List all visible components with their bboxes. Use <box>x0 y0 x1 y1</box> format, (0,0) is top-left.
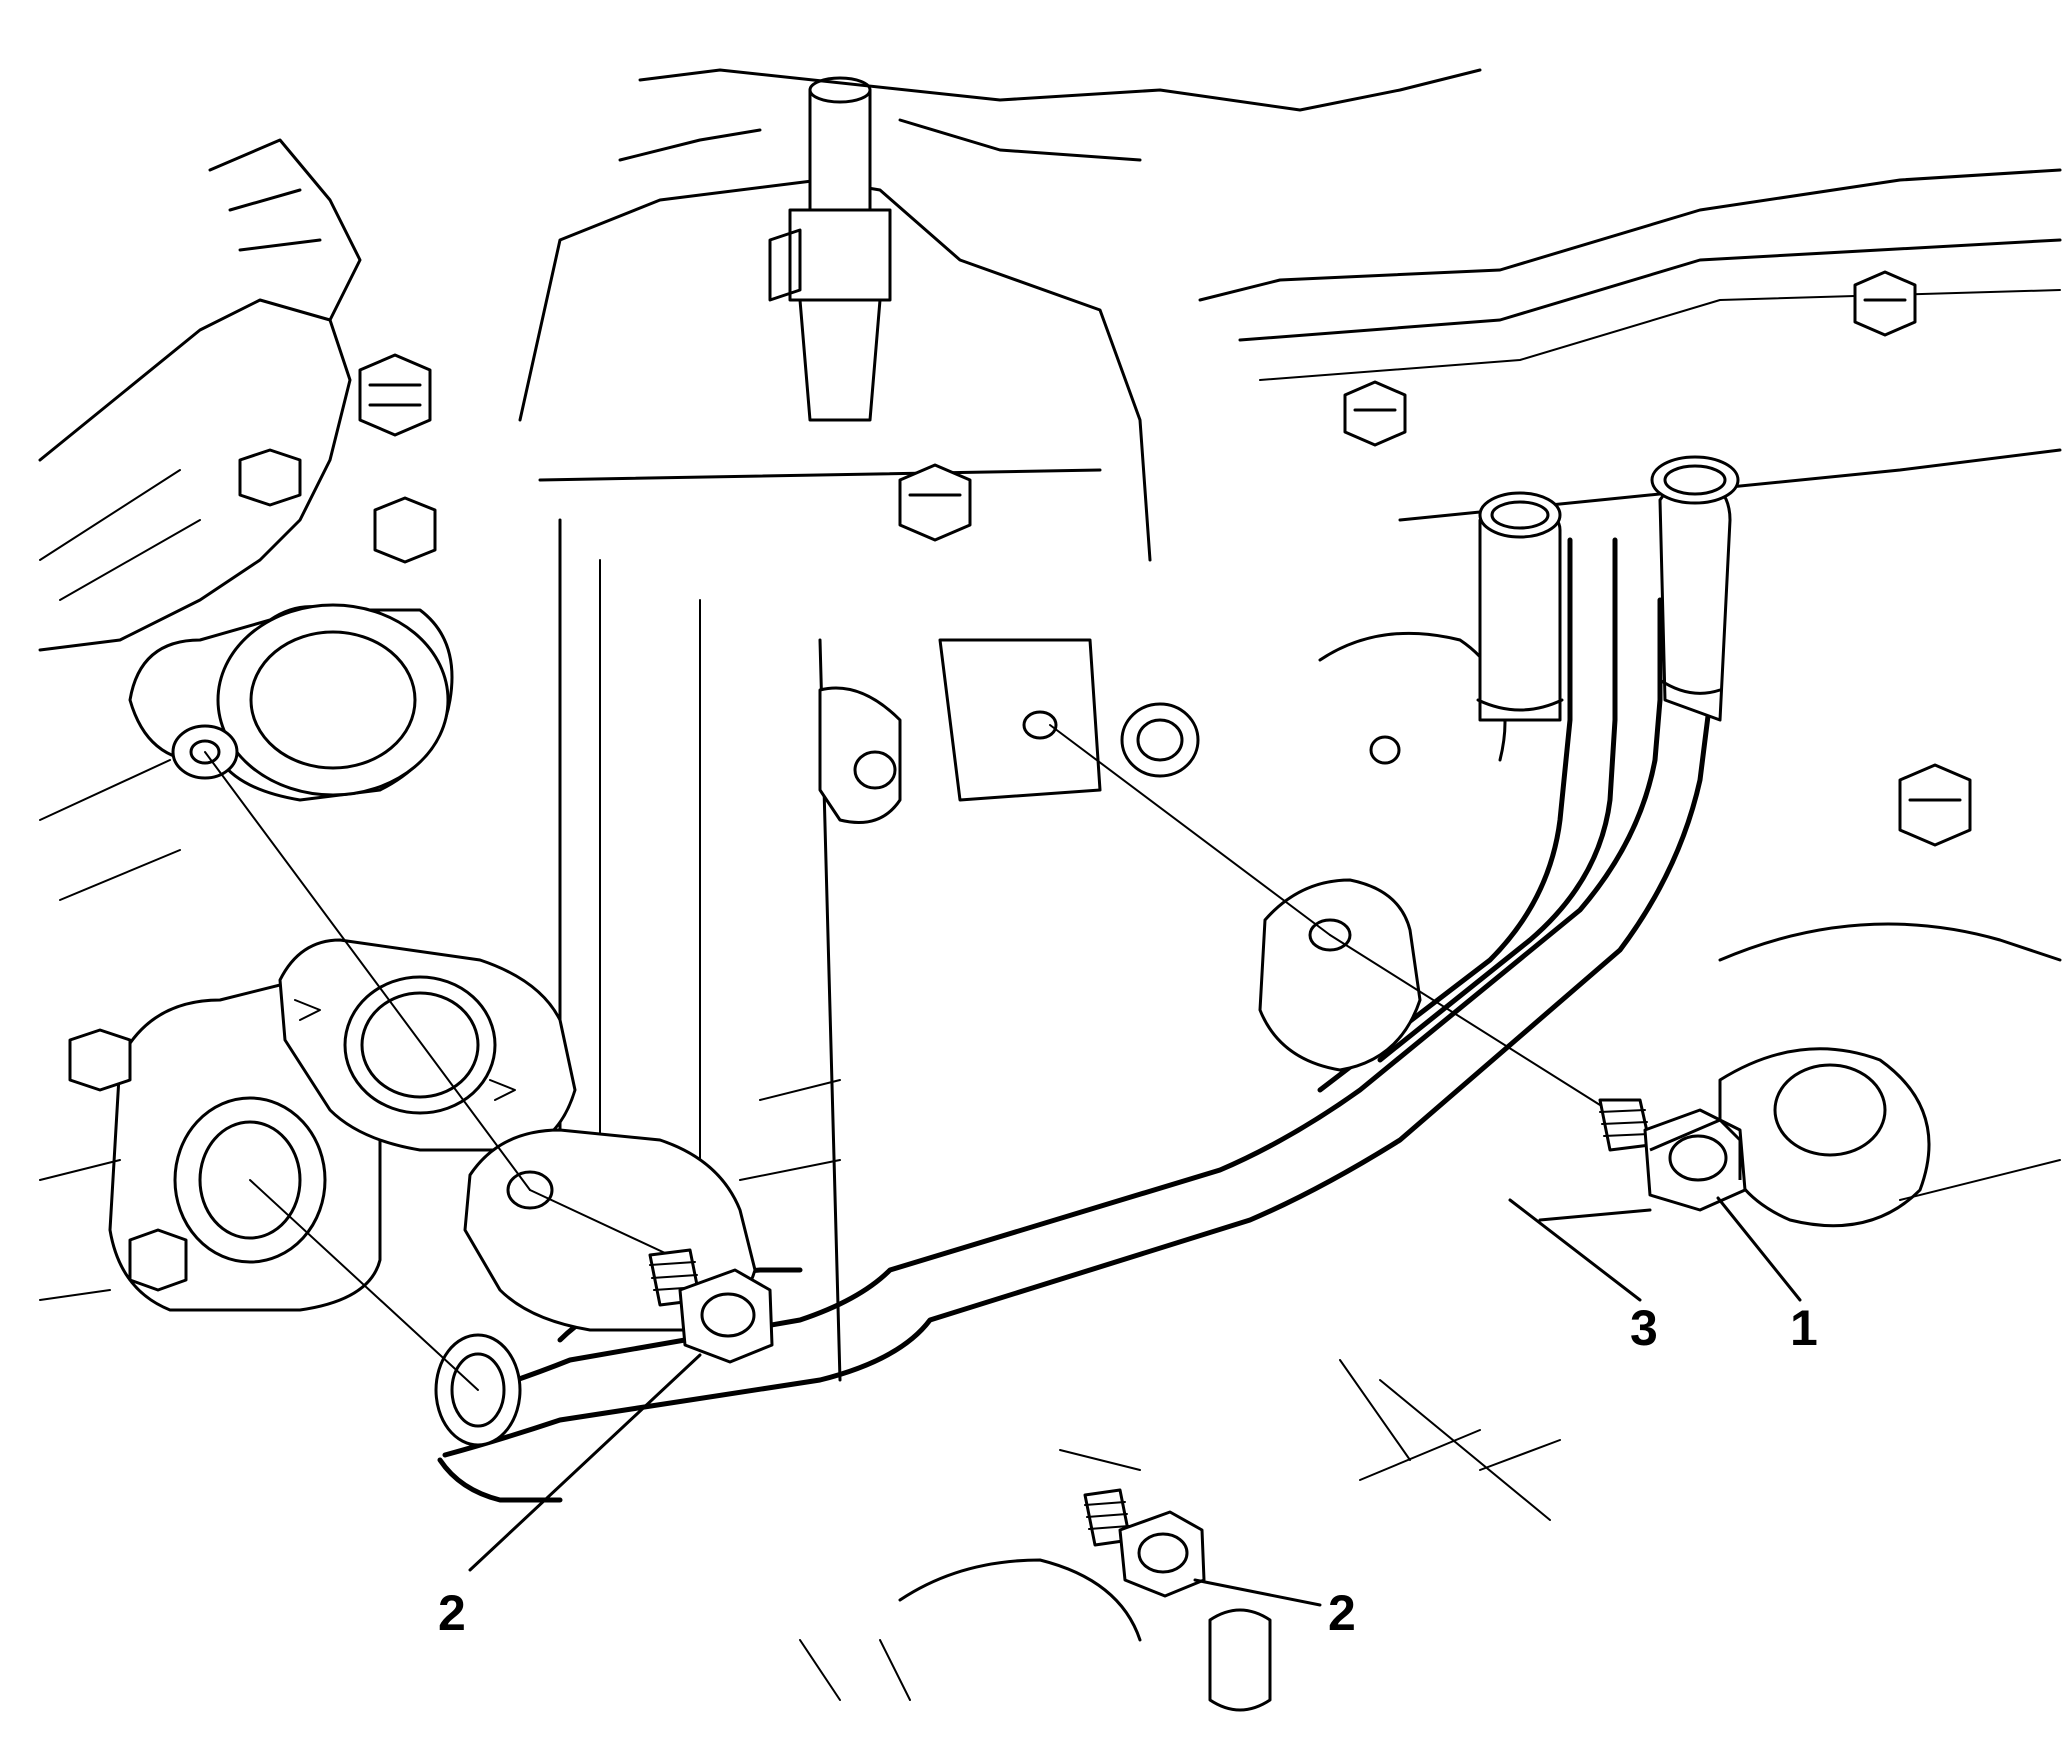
gasket <box>278 938 577 1152</box>
alignment-lines <box>204 724 1601 1471</box>
callout-2-lower: 2 <box>1328 1585 1356 1641</box>
callout-2-upper: 2 <box>438 1585 466 1641</box>
bolt-2-lower <box>1083 1488 1206 1598</box>
bolt-2-upper <box>648 1248 774 1364</box>
callout-3: 3 <box>1630 1300 1658 1356</box>
callout-leaders <box>468 1196 1802 1607</box>
callout-1: 1 <box>1790 1300 1818 1356</box>
coolant-pipe <box>434 455 1740 1503</box>
engine-block-background <box>38 68 2062 1712</box>
bolt-1 <box>1598 1098 1747 1212</box>
